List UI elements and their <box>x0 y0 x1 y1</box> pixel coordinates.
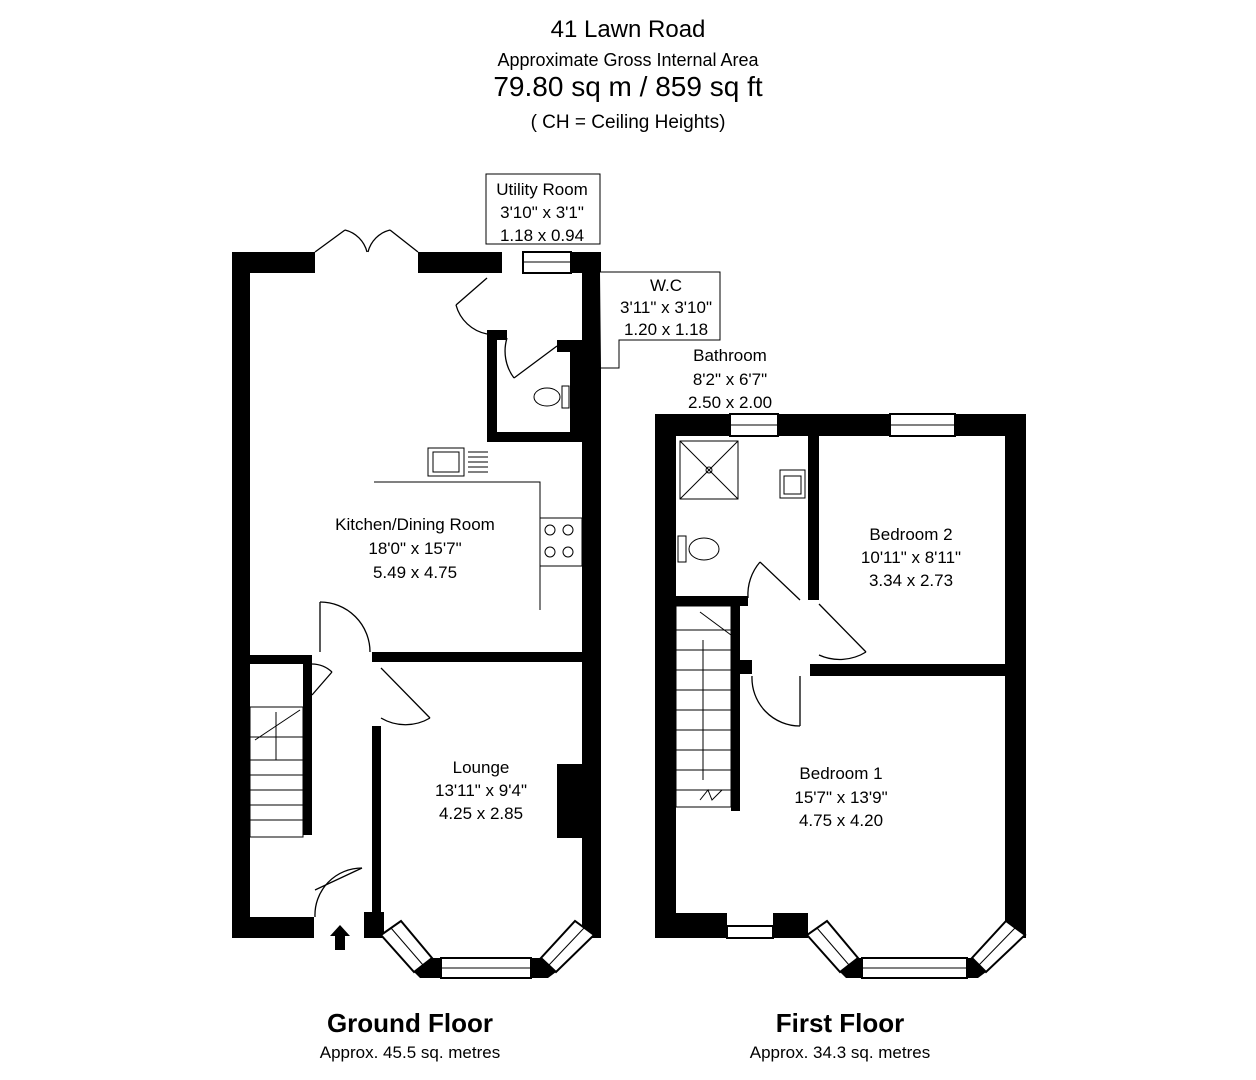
utility-room-metric: 1.18 x 0.94 <box>500 226 584 245</box>
wc-name: W.C <box>650 276 682 295</box>
ground-doors <box>311 229 558 918</box>
room-bedroom2-label: Bedroom 2 10'11" x 8'11" 3.34 x 2.73 <box>861 525 961 590</box>
ceiling-height-note: ( CH = Ceiling Heights) <box>530 112 726 133</box>
kitchen-imperial: 18'0" x 15'7" <box>368 539 461 558</box>
bathroom-imperial: 8'2" x 6'7" <box>693 370 767 389</box>
first-floor-title: First Floor <box>775 1008 905 1038</box>
kitchen-fittings <box>374 385 583 610</box>
first-floor-area: Approx. 34.3 sq. metres <box>749 1043 931 1062</box>
room-wc-label: W.C 3'11" x 3'10" 1.20 x 1.18 <box>600 271 721 369</box>
property-address: 41 Lawn Road <box>550 16 706 43</box>
wc-metric: 1.20 x 1.18 <box>624 320 708 339</box>
first-staircase <box>675 605 732 808</box>
first-floor-caption: First Floor Approx. 34.3 sq. metres <box>690 1008 990 1063</box>
utility-room-name: Utility Room <box>496 180 588 199</box>
first-floor-plan <box>655 413 1027 979</box>
bedroom2-metric: 3.34 x 2.73 <box>869 571 953 590</box>
area-caption: Approximate Gross Internal Area <box>497 50 759 70</box>
ground-walls <box>232 252 601 938</box>
front-entrance-arrow-icon <box>330 925 350 950</box>
bedroom1-name: Bedroom 1 <box>799 764 882 783</box>
ground-bay-window <box>379 919 596 979</box>
room-bathroom-label: Bathroom 8'2" x 6'7" 2.50 x 2.00 <box>688 346 772 412</box>
kitchen-name: Kitchen/Dining Room <box>335 515 495 534</box>
first-bay-window <box>805 919 1027 979</box>
room-lounge-label: Lounge 13'11" x 9'4" 4.25 x 2.85 <box>435 758 527 823</box>
bedroom2-name: Bedroom 2 <box>869 525 952 544</box>
ground-floor-caption: Ground Floor Approx. 45.5 sq. metres <box>260 1008 560 1063</box>
lounge-imperial: 13'11" x 9'4" <box>435 781 527 800</box>
bathroom-metric: 2.50 x 2.00 <box>688 393 772 412</box>
lounge-metric: 4.25 x 2.85 <box>439 804 523 823</box>
ground-staircase <box>249 706 304 838</box>
ground-floor-title: Ground Floor <box>326 1008 494 1038</box>
bedroom2-imperial: 10'11" x 8'11" <box>861 548 961 567</box>
bathroom-name: Bathroom <box>693 346 767 365</box>
lounge-name: Lounge <box>453 758 510 777</box>
kitchen-metric: 5.49 x 4.75 <box>373 563 457 582</box>
first-windows <box>726 413 956 939</box>
utility-room-imperial: 3'10" x 3'1" <box>500 203 584 222</box>
first-walls <box>655 414 1026 938</box>
utility-window <box>522 251 572 274</box>
bedroom1-imperial: 15'7" x 13'9" <box>794 788 887 807</box>
room-utility-label: Utility Room 3'10" x 3'1" 1.18 x 0.94 <box>485 173 601 245</box>
first-doors <box>747 561 867 727</box>
bathroom-fittings <box>677 440 806 563</box>
bedroom1-metric: 4.75 x 4.20 <box>799 811 883 830</box>
wc-imperial: 3'11" x 3'10" <box>620 298 712 317</box>
ground-floor-plan <box>232 229 601 979</box>
ground-floor-area: Approx. 45.5 sq. metres <box>319 1043 501 1062</box>
total-area: 79.80 sq m / 859 sq ft <box>493 71 763 102</box>
room-kitchen-label: Kitchen/Dining Room 18'0" x 15'7" 5.49 x… <box>335 515 495 582</box>
room-bedroom1-label: Bedroom 1 15'7" x 13'9" 4.75 x 4.20 <box>794 764 887 830</box>
